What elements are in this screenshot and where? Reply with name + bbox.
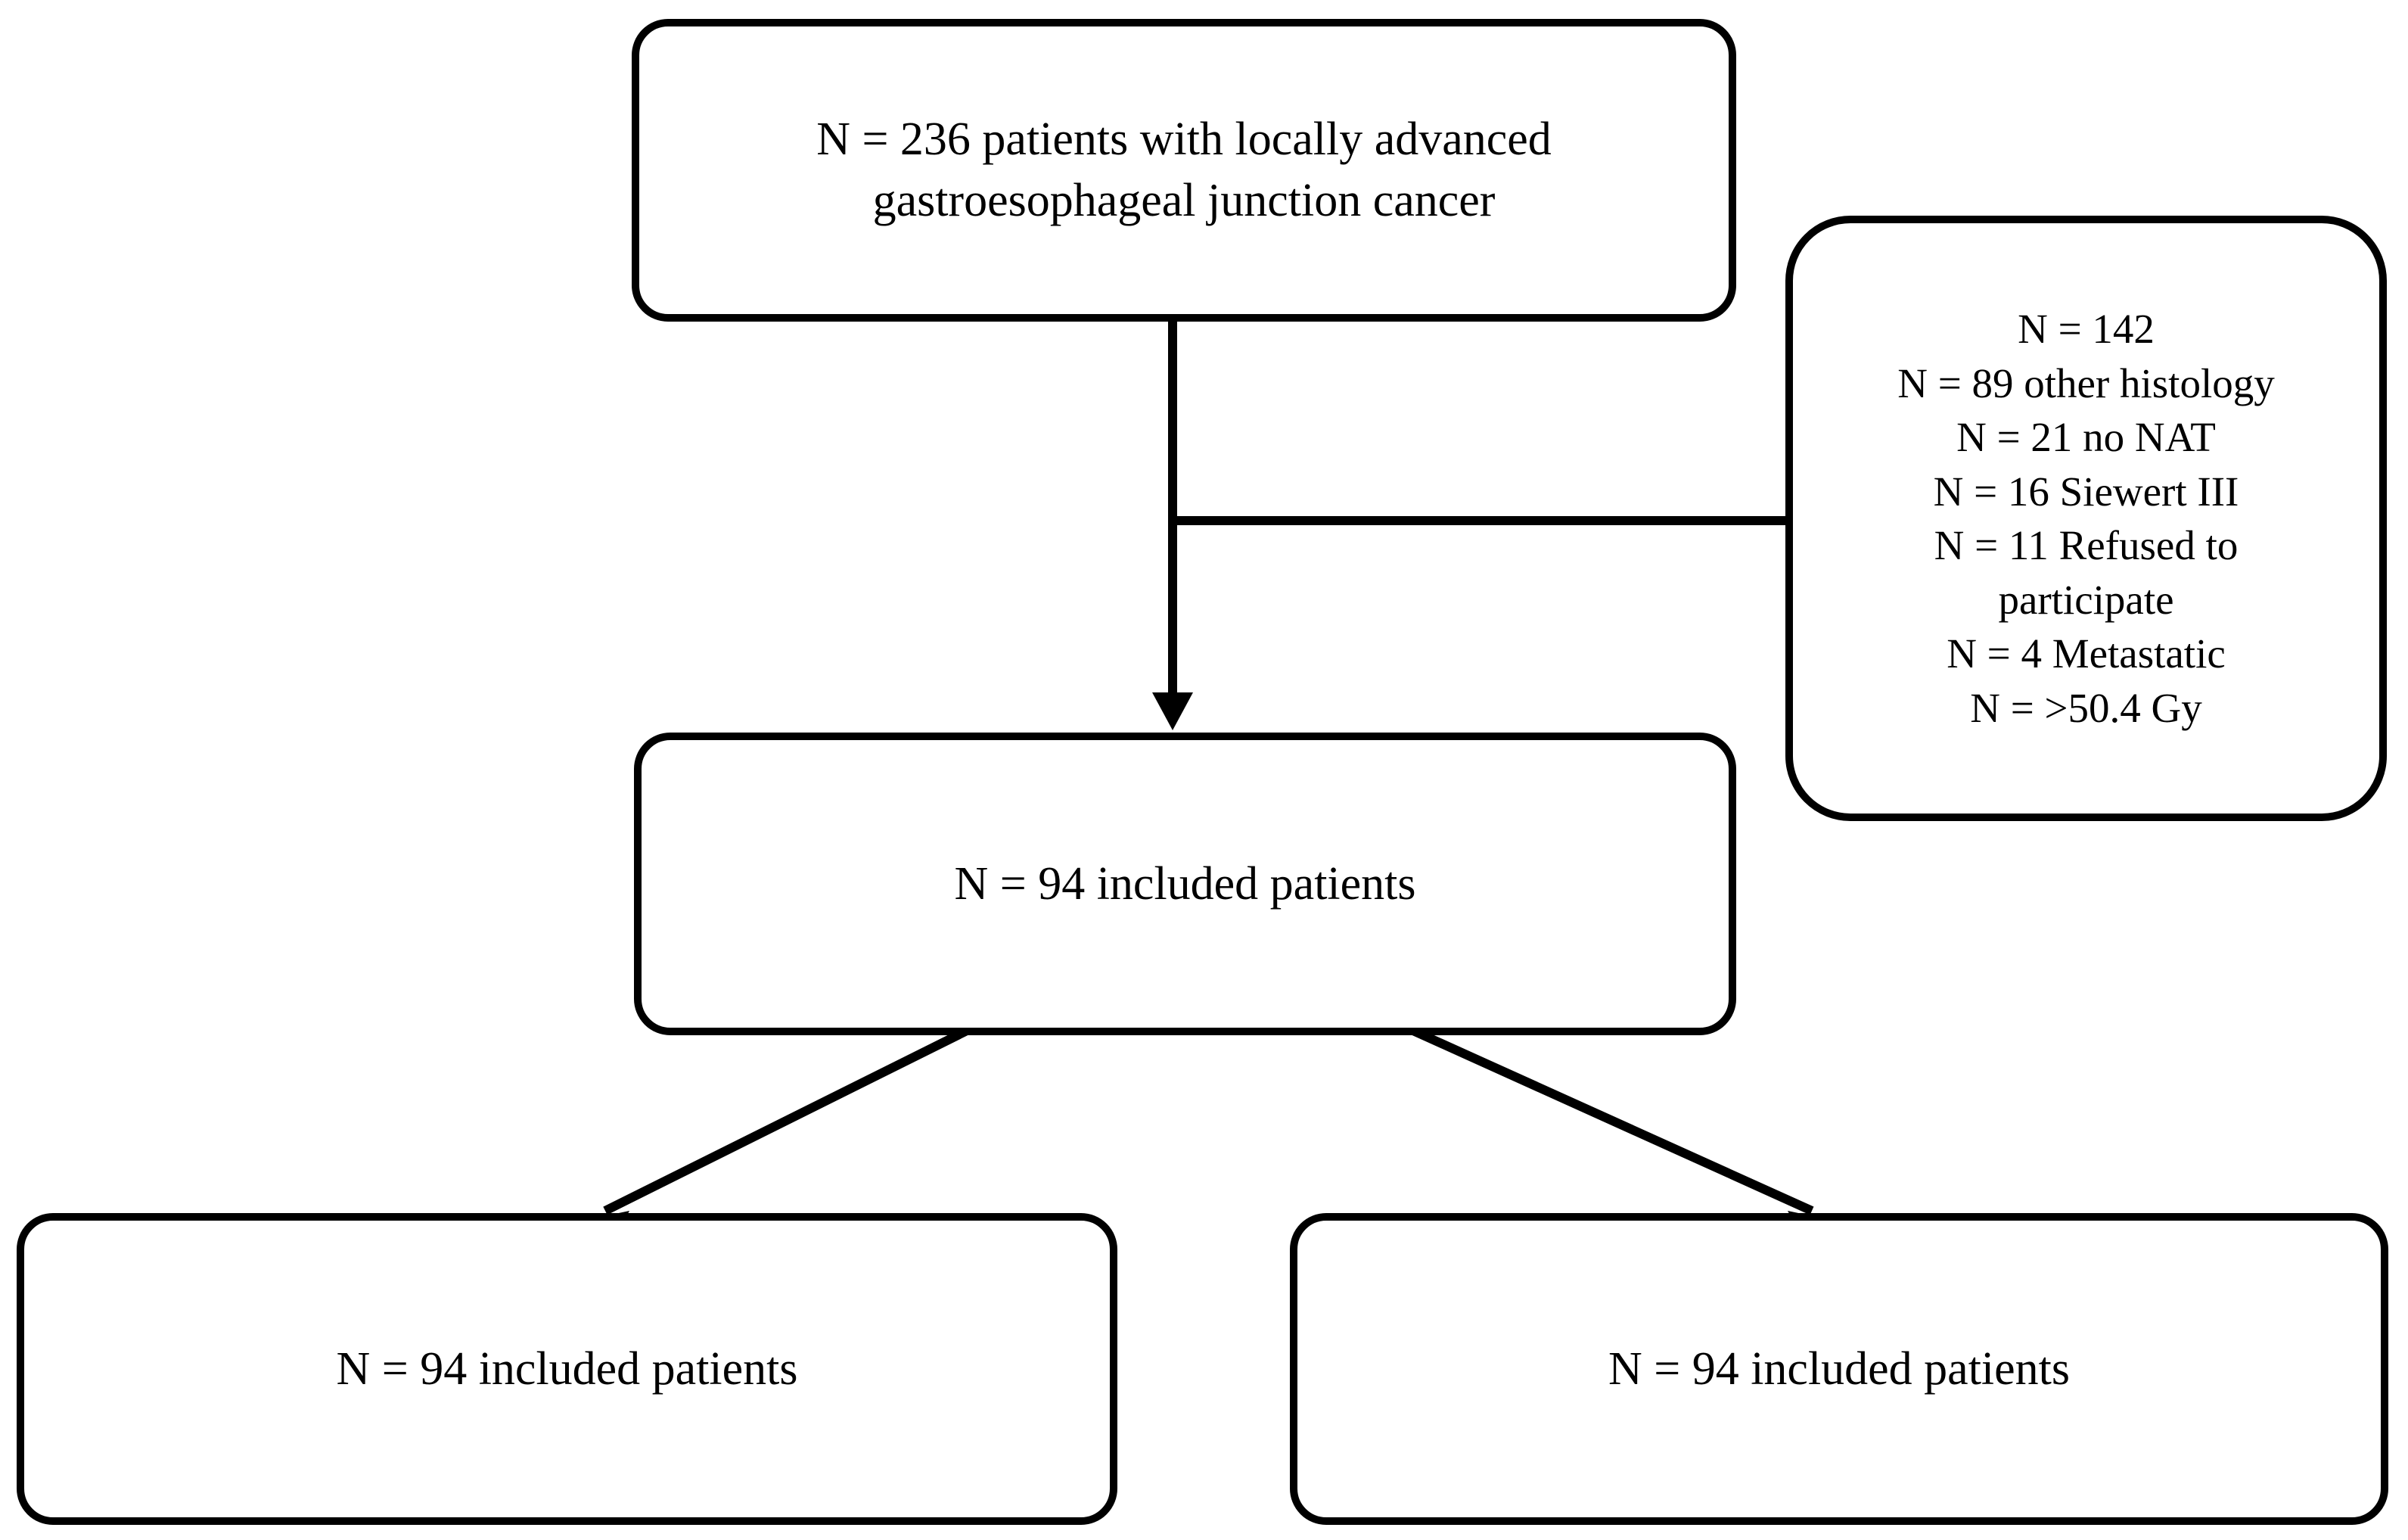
connector-included-to-arm-left [603, 1026, 969, 1215]
node-exclusions[interactable]: N = 142 N = 89 other histology N = 21 no… [1785, 216, 2387, 821]
node-arm-right[interactable]: N = 94 included patients [1290, 1213, 2388, 1525]
node-included-patients[interactable]: N = 94 included patients [634, 733, 1736, 1035]
node-arm-left[interactable]: N = 94 included patients [17, 1213, 1117, 1525]
node-arm-left-label: N = 94 included patients [336, 1342, 798, 1395]
connector-included-to-arm-right [1411, 1026, 1814, 1215]
node-arm-right-label: N = 94 included patients [1608, 1342, 2071, 1395]
node-source-cohort[interactable]: N = 236 patients with locally advanced g… [632, 19, 1736, 322]
arrowhead-source-to-included [1152, 692, 1193, 730]
node-included-patients-label: N = 94 included patients [954, 857, 1416, 910]
node-exclusions-label: N = 142 N = 89 other histology N = 21 no… [1897, 306, 2275, 731]
node-source-cohort-label: N = 236 patients with locally advanced g… [816, 114, 1552, 226]
